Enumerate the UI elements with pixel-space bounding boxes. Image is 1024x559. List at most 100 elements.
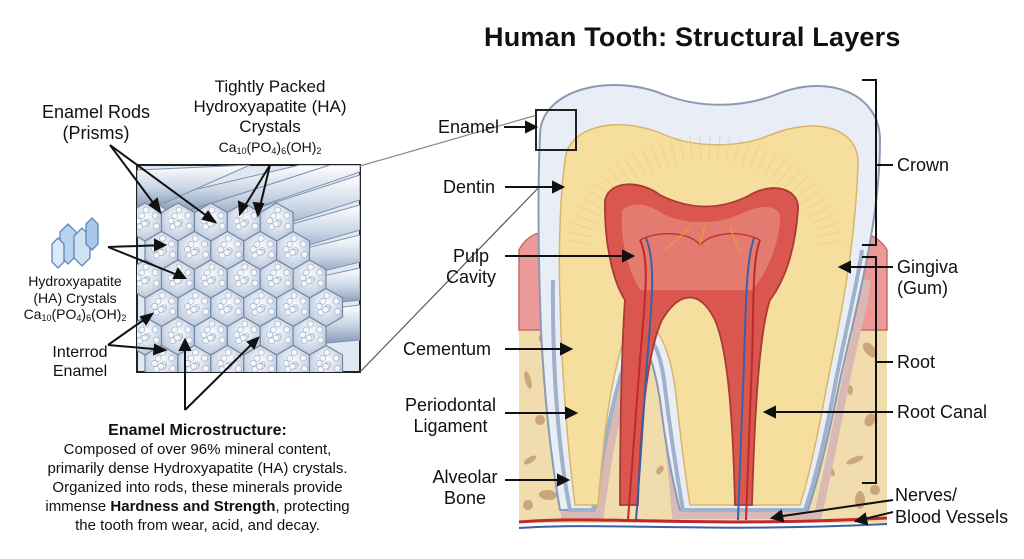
ha-crystal-dot — [142, 263, 150, 271]
dentin-tubule-line — [641, 148, 654, 172]
ha-crystal-dot — [151, 269, 159, 276]
ha-crystal-dot — [154, 297, 162, 305]
dentin-tubule-line — [733, 138, 741, 164]
ha-crystal-dot — [268, 251, 275, 258]
ha-crystal-dot — [185, 336, 193, 344]
dentin-tubule-line — [771, 157, 787, 179]
ha-crystal-dot — [157, 249, 165, 256]
ha-crystal-dot — [268, 308, 275, 315]
ha-crystal-dot — [223, 306, 231, 313]
ha-crystal-dot — [299, 331, 307, 339]
ha-crystal-dot — [332, 297, 340, 305]
ha-crystal-dot — [266, 240, 274, 248]
ha-crystal-dot — [251, 279, 259, 287]
ha-crystal-dot — [208, 263, 216, 271]
ha-crystal-dot — [270, 212, 277, 220]
ha-crystal-dot — [200, 331, 208, 339]
ha-crystal-dot — [151, 212, 159, 219]
ha-crystal-dot — [323, 292, 331, 299]
ha-crystal-dot — [283, 326, 291, 333]
ha-crystal-dot — [184, 212, 192, 219]
ha-crystal-dot — [266, 274, 274, 282]
dentin-tubule-line — [808, 205, 832, 218]
ha-crystal-dot — [301, 251, 308, 258]
ha-crystal-dot — [169, 251, 176, 258]
ha-crystal-dot — [239, 220, 247, 228]
ha-crystal-dot — [223, 249, 231, 256]
ha-crystal-dot — [141, 220, 148, 228]
ha-crystal-dot — [202, 308, 209, 315]
ha-crystal-dot — [290, 292, 298, 299]
zoom-line-top — [359, 114, 538, 167]
dentin-tubule-line — [764, 152, 778, 175]
ha-crystal-dot — [307, 320, 314, 328]
ha-crystal-dot — [192, 349, 199, 356]
ha-crystal-dot — [234, 240, 241, 248]
ha-crystal-dot — [187, 297, 195, 305]
ha-crystal-dot — [289, 249, 296, 256]
ha-crystal-dot — [283, 269, 291, 276]
ha-crystal-dot — [208, 320, 216, 328]
ha-crystal-dot — [241, 320, 249, 328]
ha-crystal-dot — [250, 302, 257, 310]
ha-crystal-dot — [250, 326, 258, 333]
ha-crystal-dot — [257, 292, 265, 299]
ha-crystal-dot — [201, 297, 208, 305]
ha-crystal-dot — [151, 359, 158, 367]
tooth-cross-section — [518, 84, 888, 529]
dentin-tubule-line — [571, 222, 596, 231]
ha-crystal-dot — [257, 235, 265, 242]
dentin-label: Dentin — [443, 177, 496, 197]
ha-crystal-dot — [151, 302, 158, 310]
ha-crystal-dot — [307, 263, 314, 271]
bone-spot — [523, 455, 537, 465]
ha-crystal-dot — [270, 269, 277, 277]
ha-crystal-dot — [235, 365, 242, 372]
ha-crystal-dot — [235, 251, 242, 258]
ha-crystal-dot — [237, 269, 244, 277]
ha-crystal-dot — [266, 331, 274, 339]
dentin-tubule-line — [814, 222, 839, 231]
ha-crystal-dot — [322, 363, 329, 370]
ha-crystal-dot — [174, 334, 181, 342]
ha-crystal-dot — [283, 212, 291, 219]
dentin-tubule-line — [615, 163, 633, 184]
bone-spot — [535, 415, 545, 425]
ha-crystal-dot — [225, 349, 232, 356]
pulp-highlight — [621, 204, 781, 290]
ha-crystal-dot — [175, 320, 183, 328]
ha-crystal-dot — [217, 326, 225, 333]
ha-crystal-dot — [208, 206, 216, 214]
ha-crystal-dot — [284, 222, 292, 230]
dentin-tubule-line — [717, 135, 721, 161]
ha-crystal-dot — [192, 292, 199, 299]
ha-formula-left: Ca10(PO4)6(OH)2 — [23, 306, 127, 323]
ha-crystal-dot — [192, 235, 199, 242]
ha-crystal-dot — [218, 222, 226, 230]
ha-crystal-dot — [250, 269, 258, 276]
tooth-right-markers — [762, 79, 894, 526]
ha-crystal-dot — [225, 235, 232, 242]
ha-crystal-dot — [234, 297, 241, 305]
ha-crystal-dot — [168, 240, 175, 248]
ha-crystal-dot — [220, 354, 228, 362]
ha-crystal-dot — [237, 326, 244, 334]
ha-crystal-dot — [299, 297, 307, 305]
ha-crystal-dot — [250, 246, 257, 253]
ha-crystal-dot — [333, 365, 341, 372]
ha-crystal-dot — [233, 217, 241, 225]
ha-crystal-dot — [138, 269, 146, 277]
enamel-description: Enamel Microstructure: Composed of over … — [20, 421, 375, 535]
ha-crystal-dot — [154, 354, 162, 362]
ha-crystal-dot — [299, 240, 307, 248]
zoom-square — [535, 109, 577, 151]
ha-crystal-dot — [168, 354, 175, 362]
ha-crystal-dot — [290, 235, 298, 242]
dentin-tubule-line — [784, 169, 802, 188]
dentin-tubule-line — [811, 213, 836, 224]
ha-crystal-dot — [235, 308, 242, 315]
ha-crystal-dot — [202, 251, 209, 258]
